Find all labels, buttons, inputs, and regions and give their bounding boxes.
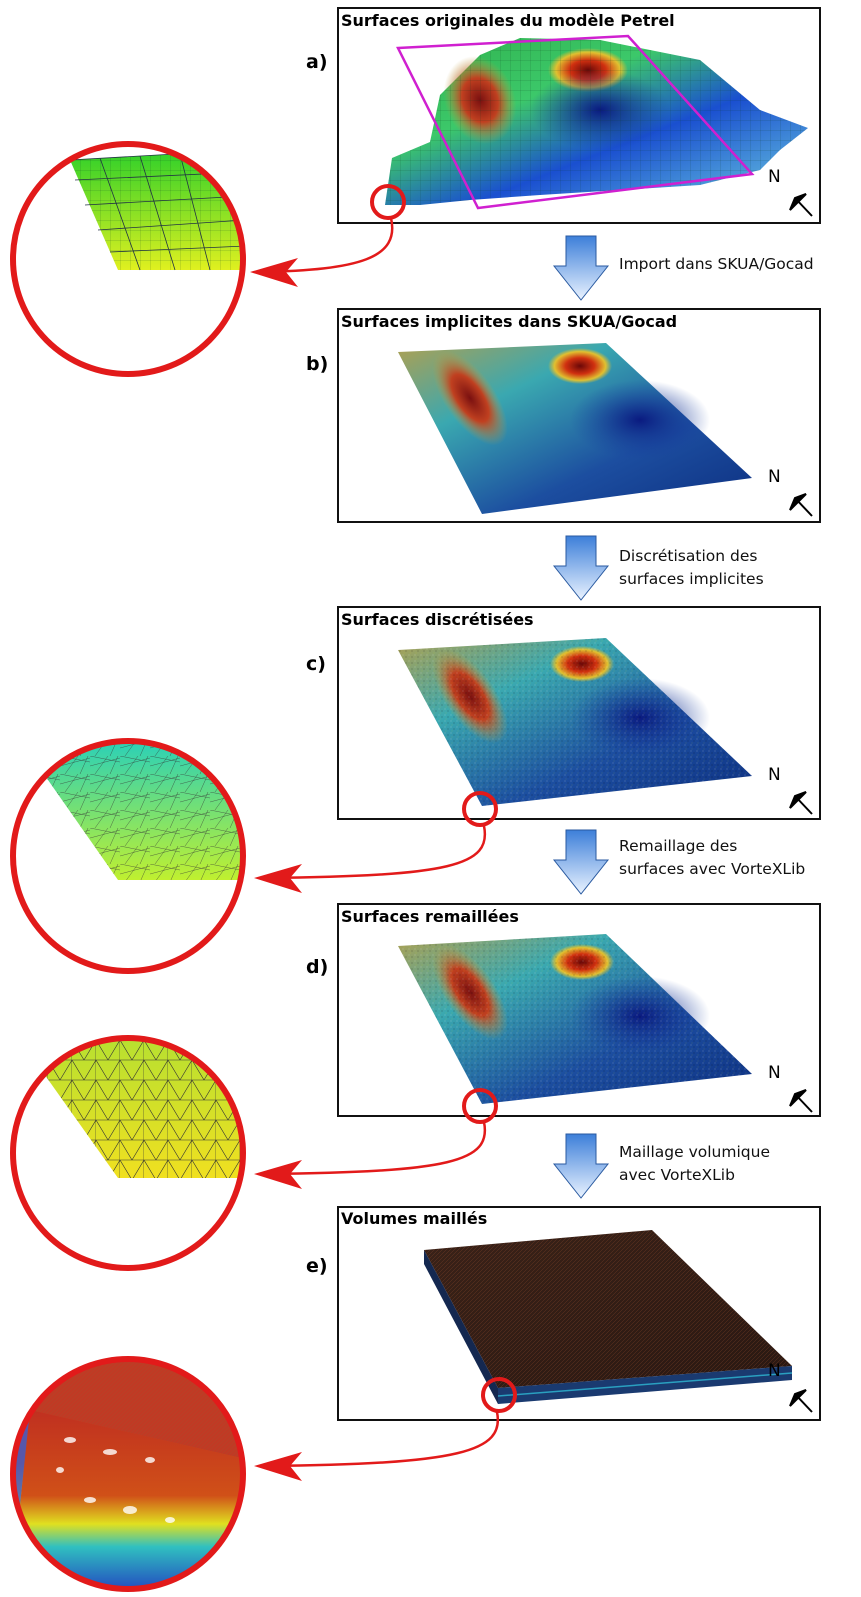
panel-title: Volumes maillés bbox=[341, 1209, 487, 1228]
north-indicator: N bbox=[768, 1063, 813, 1113]
meshed-volume bbox=[424, 1230, 793, 1404]
panel-title: Surfaces discrétisées bbox=[341, 610, 534, 629]
remeshed-surface bbox=[398, 934, 752, 1104]
panel-label: e) bbox=[306, 1255, 328, 1277]
zoom-inset-a bbox=[10, 141, 394, 377]
north-indicator: N bbox=[768, 167, 813, 217]
north-indicator: N bbox=[768, 765, 813, 815]
zoom-inset-d bbox=[10, 1035, 487, 1271]
panel-label: c) bbox=[306, 653, 326, 675]
step-arrow-3: Remaillage des surfaces avec VorteXLib bbox=[552, 829, 805, 895]
panel-label: d) bbox=[306, 956, 328, 978]
step-arrow-4: Maillage volumique avec VorteXLib bbox=[552, 1133, 770, 1199]
panel-label: a) bbox=[306, 51, 328, 73]
step-label: Import dans SKUA/Gocad bbox=[619, 255, 814, 273]
step-label: Maillage volumique bbox=[619, 1143, 770, 1161]
zoom-inset-e bbox=[10, 1356, 500, 1592]
step-label: Remaillage des bbox=[619, 837, 737, 855]
north-indicator: N bbox=[768, 1361, 813, 1413]
panel-b: Surfaces implicites dans SKUA/Gocad b) N bbox=[306, 308, 821, 523]
step-arrow-2: Discrétisation des surfaces implicites bbox=[552, 535, 764, 601]
panel-e: Volumes maillés e) N bbox=[306, 1206, 821, 1421]
step-label: avec VorteXLib bbox=[619, 1166, 735, 1184]
north-indicator: N bbox=[768, 467, 813, 517]
panel-title: Surfaces implicites dans SKUA/Gocad bbox=[341, 312, 677, 331]
panel-d: Surfaces remaillées d) N bbox=[306, 903, 821, 1124]
step-arrow-1: Import dans SKUA/Gocad bbox=[552, 235, 814, 301]
svg-text:N: N bbox=[768, 167, 781, 187]
zoom-marker bbox=[481, 1377, 517, 1413]
panel-title: Surfaces remaillées bbox=[341, 907, 519, 926]
step-label: surfaces avec VorteXLib bbox=[619, 860, 805, 878]
step-label: surfaces implicites bbox=[619, 570, 764, 588]
zoom-marker bbox=[462, 791, 498, 827]
zoom-inset-c bbox=[10, 738, 487, 974]
svg-text:N: N bbox=[768, 765, 781, 785]
svg-text:N: N bbox=[768, 1361, 781, 1381]
panel-label: b) bbox=[306, 353, 328, 375]
panel-title: Surfaces originales du modèle Petrel bbox=[341, 11, 675, 30]
step-label: Discrétisation des bbox=[619, 547, 757, 565]
zoom-marker bbox=[462, 1088, 498, 1124]
panel-c: Surfaces discrétisées c) N bbox=[306, 606, 821, 827]
svg-text:N: N bbox=[768, 467, 781, 487]
panel-a: Surfaces originales du modèle Petrel a) … bbox=[306, 7, 821, 224]
zoom-marker bbox=[370, 184, 406, 220]
svg-text:N: N bbox=[768, 1063, 781, 1083]
implicit-surface bbox=[398, 343, 752, 514]
outline-box bbox=[396, 34, 755, 210]
petrel-surface bbox=[385, 38, 808, 205]
discretized-surface bbox=[398, 638, 752, 806]
